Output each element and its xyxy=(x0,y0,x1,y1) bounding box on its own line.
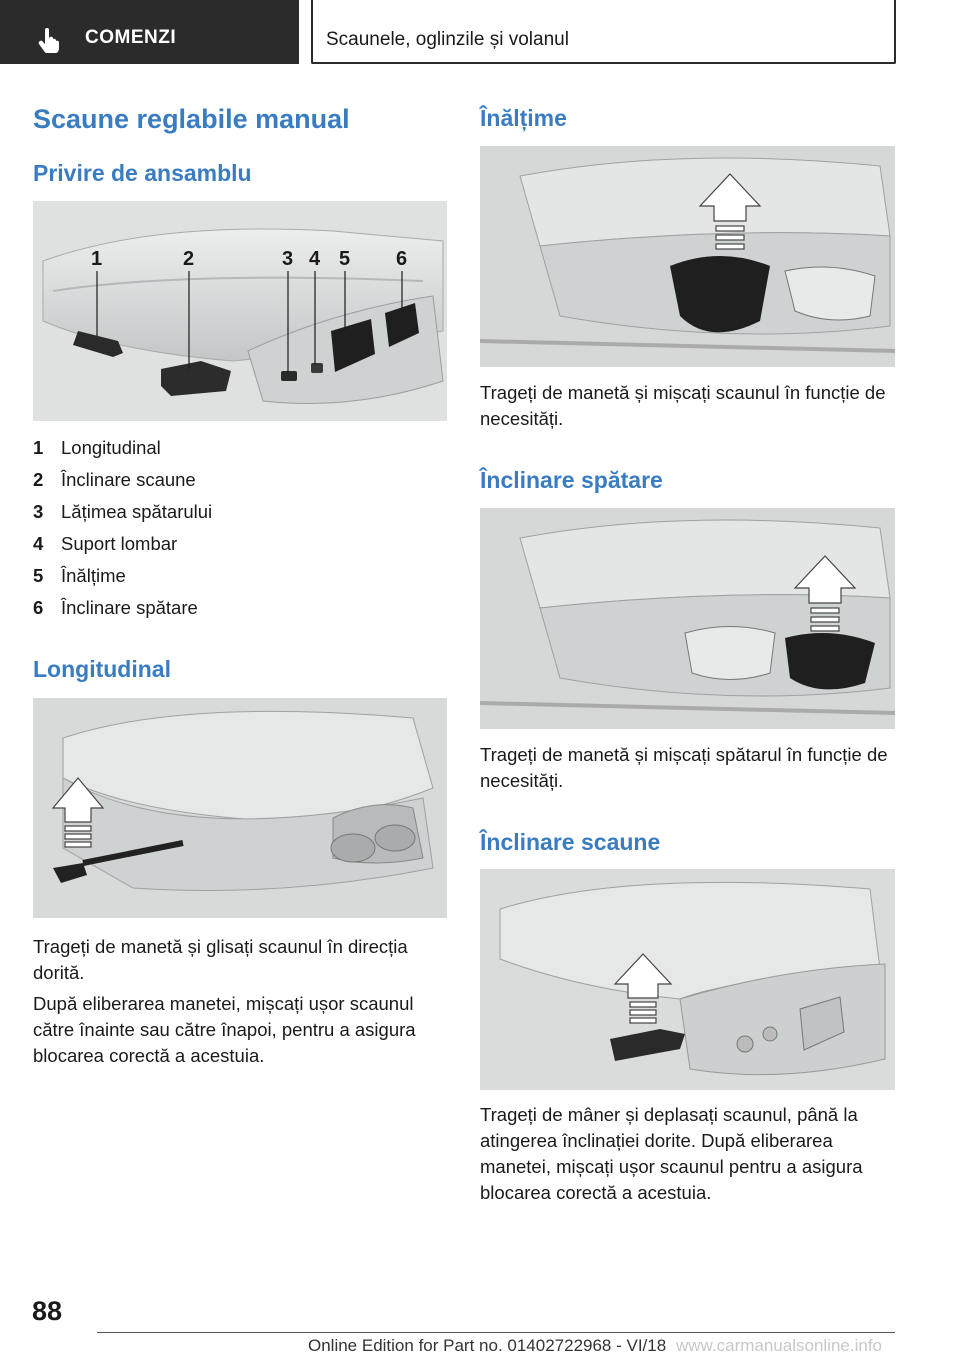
overview-heading: Privire de ansamblu xyxy=(33,160,252,186)
legend-label: Lățimea spătarului xyxy=(61,501,213,522)
backrest-instruction: Trageți de manetă și mișcați spătarul în… xyxy=(480,744,888,791)
legend-item: 6 Înclinare spătare xyxy=(33,592,443,624)
height-instruction: Trageți de manetă și mișcați scaunul în … xyxy=(480,382,886,429)
chapter-tab[interactable]: COMENZI xyxy=(0,0,299,64)
legend-label: Înclinare spătare xyxy=(61,597,198,618)
longitudinal-note: După eliberarea manetei, mișcați ușor sc… xyxy=(33,993,416,1066)
callout-5: 5 xyxy=(339,248,350,270)
longitudinal-heading: Longitudinal xyxy=(33,656,171,682)
legend-number: 3 xyxy=(33,501,44,522)
legend-number: 1 xyxy=(33,437,44,458)
callout-4: 4 xyxy=(309,248,321,270)
edition-note: Online Edition for Part no. 01402722968 … xyxy=(308,1336,667,1355)
up-arrow-icon xyxy=(613,953,673,1024)
legend-label: Suport lombar xyxy=(61,533,178,554)
up-arrow-icon xyxy=(698,173,762,250)
legend-label: Înclinare scaune xyxy=(61,469,196,490)
backrest-figure xyxy=(480,508,895,729)
callout-2: 2 xyxy=(183,248,194,270)
page-number: 88 xyxy=(32,1296,63,1326)
callout-6: 6 xyxy=(396,248,407,270)
chapter-label: COMENZI xyxy=(85,27,177,48)
legend-number: 6 xyxy=(33,597,44,618)
callout-3: 3 xyxy=(282,248,293,270)
footer-divider xyxy=(97,1332,895,1333)
seat-tilt-instruction: Trageți de mâner și deplasați scaunul, p… xyxy=(480,1104,863,1203)
up-arrow-icon xyxy=(51,777,105,848)
page-title: Scaune reglabile manual xyxy=(33,104,350,134)
legend-item: 2 Înclinare scaune xyxy=(33,464,443,496)
up-arrow-icon xyxy=(793,555,857,632)
longitudinal-instruction: Trageți de manetă și glisați scaunul în … xyxy=(33,936,408,983)
seat-overview-figure: 1 2 3 4 5 6 xyxy=(33,201,447,421)
watermark: www.carmanualsonline.info xyxy=(676,1336,882,1355)
height-figure xyxy=(480,146,895,367)
seat-tilt-figure xyxy=(480,869,895,1090)
legend-label: Înălțime xyxy=(61,565,126,586)
longitudinal-figure xyxy=(33,698,447,918)
legend-item: 1 Longitudinal xyxy=(33,432,443,464)
hand-pointer-icon xyxy=(38,28,59,53)
legend-item: 3 Lățimea spătarului xyxy=(33,496,443,528)
legend-number: 2 xyxy=(33,469,44,490)
section-tab[interactable]: Scaunele, oglinzile și volanul xyxy=(311,0,896,64)
legend-item: 4 Suport lombar xyxy=(33,528,443,560)
overview-legend: 1 Longitudinal 2 Înclinare scaune 3 Lăți… xyxy=(33,432,443,624)
seat-tilt-heading: Înclinare scaune xyxy=(480,829,661,855)
callout-1: 1 xyxy=(91,248,102,270)
legend-number: 4 xyxy=(33,533,44,554)
height-heading: Înălțime xyxy=(480,105,567,131)
backrest-heading: Înclinare spătare xyxy=(480,467,663,493)
legend-label: Longitudinal xyxy=(61,437,161,458)
callout-labels: 1 2 3 4 5 6 xyxy=(91,248,407,270)
section-label: Scaunele, oglinzile și volanul xyxy=(326,29,569,50)
legend-item: 5 Înălțime xyxy=(33,560,443,592)
legend-number: 5 xyxy=(33,565,44,586)
